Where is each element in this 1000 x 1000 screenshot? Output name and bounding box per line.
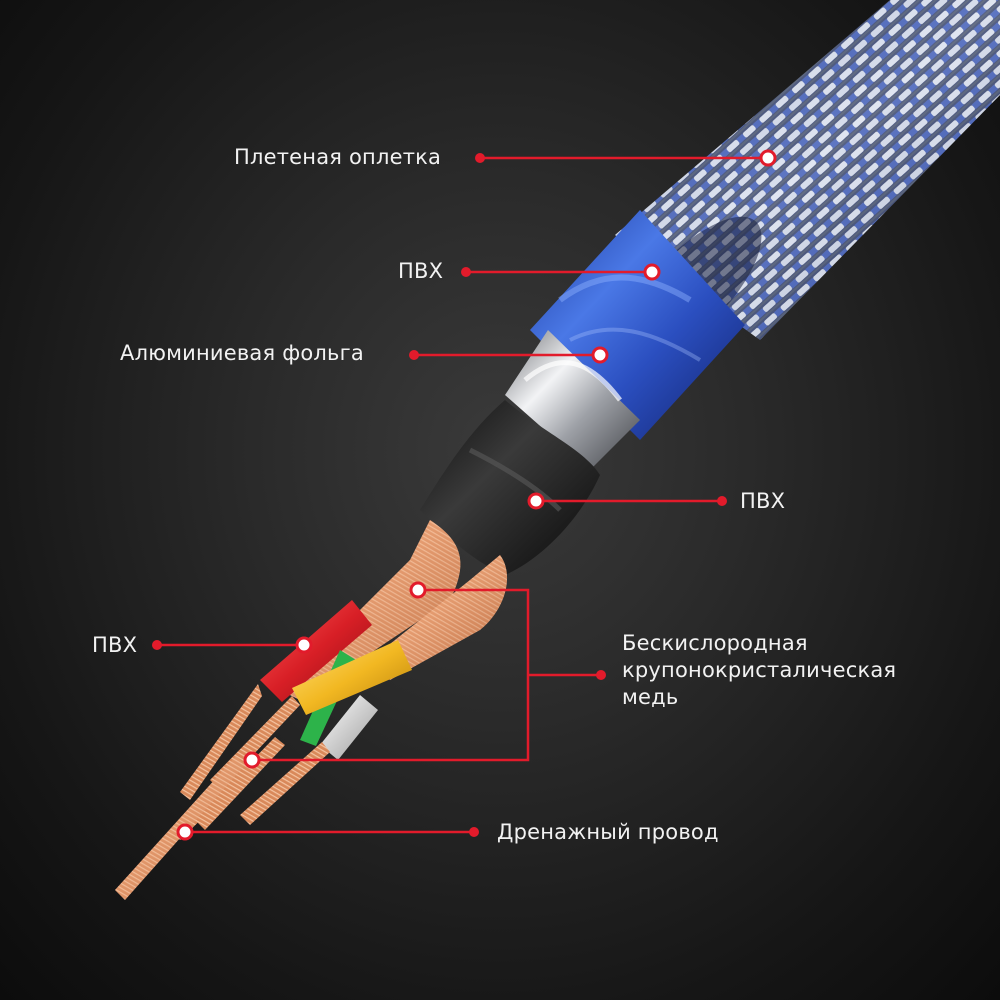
label-oxygen-free-copper: Бескислородная крупонокристалическая мед… bbox=[622, 630, 942, 711]
aluminium-foil bbox=[505, 330, 640, 470]
label-pvc-outer: ПВХ bbox=[398, 259, 444, 283]
inner-jacket-black bbox=[420, 400, 600, 575]
label-braided-sleeve: Плетеная оплетка bbox=[234, 145, 442, 169]
label-aluminium-foil: Алюминиевая фольга bbox=[120, 341, 364, 365]
wire-red bbox=[180, 600, 372, 800]
drain-wire bbox=[115, 756, 245, 900]
label-copper-line-3: медь bbox=[622, 685, 679, 709]
label-pvc-wire-insulation: ПВХ bbox=[92, 633, 138, 657]
label-drain-wire: Дренажный провод bbox=[497, 820, 719, 844]
label-copper-line-2: крупонокристалическая bbox=[622, 658, 897, 682]
label-copper-line-1: Бескислородная bbox=[622, 631, 808, 655]
label-pvc-inner: ПВХ bbox=[740, 489, 786, 513]
